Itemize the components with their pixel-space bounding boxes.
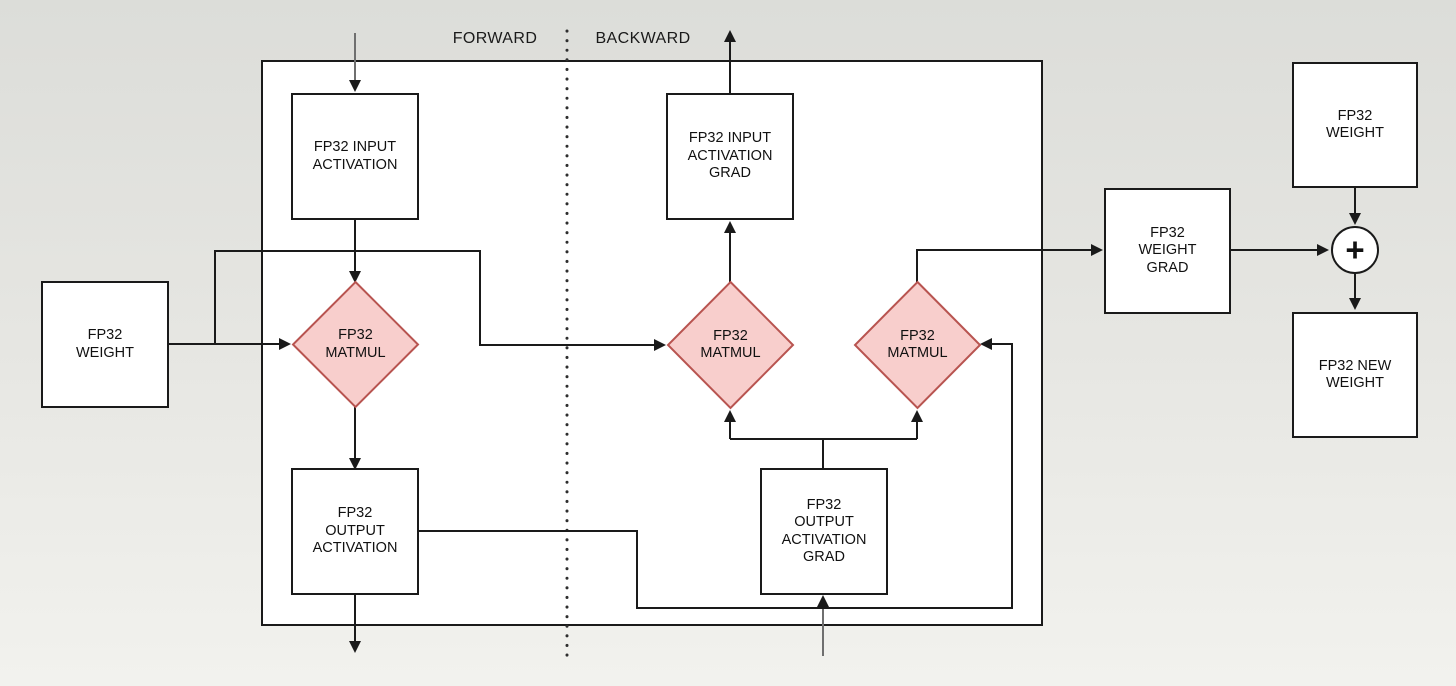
weight-grad-matmul-diamond bbox=[853, 280, 982, 410]
fp32-output-activation-box bbox=[291, 468, 419, 595]
sum-operator-circle bbox=[1331, 226, 1379, 274]
fp32-weight-box bbox=[41, 281, 169, 408]
fp32-output-activation-grad-box bbox=[760, 468, 888, 595]
fp32-input-activation-box bbox=[291, 93, 419, 220]
edge-output-activation-to-weight-grad-matmul bbox=[418, 338, 1013, 609]
fp32-input-activation-grad-box bbox=[666, 93, 794, 220]
fp32-weight-grad-box bbox=[1104, 188, 1231, 314]
fp32-new-weight-box bbox=[1292, 312, 1418, 438]
fp32-weight-update-box bbox=[1292, 62, 1418, 188]
edge-matmul-to-weight-grad bbox=[916, 244, 1103, 282]
forward-matmul-diamond bbox=[291, 280, 420, 409]
input-grad-matmul-diamond bbox=[666, 280, 795, 410]
edge-weight-to-input-grad-matmul bbox=[214, 250, 666, 351]
